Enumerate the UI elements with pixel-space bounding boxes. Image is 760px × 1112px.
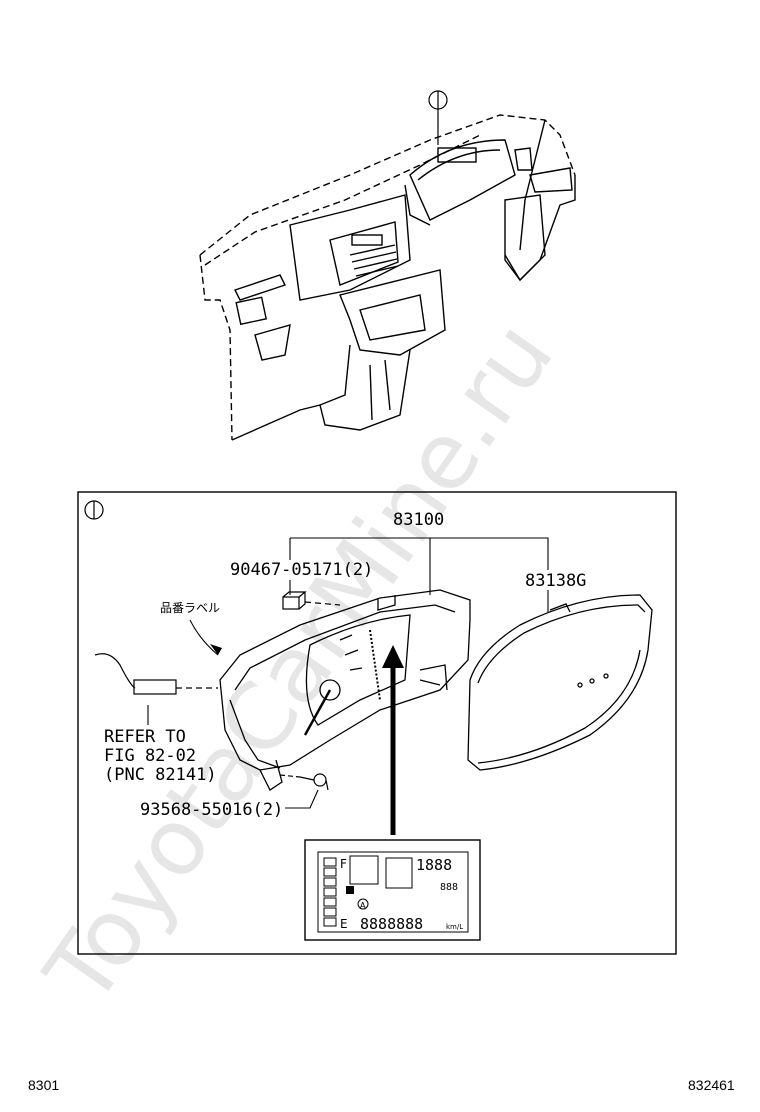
lens-83138G: [467, 594, 653, 771]
clip-90467: [282, 591, 341, 610]
label-93568: 93568-55016(2): [140, 800, 283, 820]
lcd-marker-e: E: [340, 917, 348, 931]
lcd-digits-mid: 888: [440, 882, 458, 893]
label-83100: 83100: [393, 510, 444, 530]
harness-connector: [94, 653, 218, 695]
label-83138G: 83138G: [525, 571, 586, 591]
car-door-icon: [385, 857, 413, 889]
lcd-inset: F E 1888 888 A 8888888 km/L: [304, 839, 481, 941]
lcd-unit: km/L: [446, 923, 463, 931]
refer-line-1: REFER TO: [104, 727, 186, 747]
dashboard-overview: [199, 114, 576, 441]
meter-cluster-83100: [219, 589, 471, 791]
lcd-marker-a: A: [360, 901, 366, 910]
lcd-marker-f: F: [340, 857, 347, 871]
footer-right-code: 832461: [688, 1077, 735, 1093]
lcd-digits-top: 1888: [416, 856, 452, 874]
refer-line-2: FIG 82-02: [104, 746, 196, 766]
detail-frame: [77, 491, 677, 955]
fuel-pump-icon: [346, 886, 354, 894]
lcd-a-circle: [357, 898, 369, 910]
footer-left-code: 8301: [28, 1077, 59, 1093]
lcd-odometer: 8888888: [360, 915, 423, 933]
lcd-gear-box: [349, 855, 379, 885]
bolt-93568: [279, 773, 329, 791]
inset-arrow-head: [382, 645, 404, 668]
label-arrow-head: [210, 644, 222, 655]
label-part-number-label-jp: 品番ラベル: [160, 601, 220, 615]
refer-line-3: (PNC 82141): [104, 765, 217, 785]
label-90467: 90467-05171(2): [230, 560, 373, 580]
